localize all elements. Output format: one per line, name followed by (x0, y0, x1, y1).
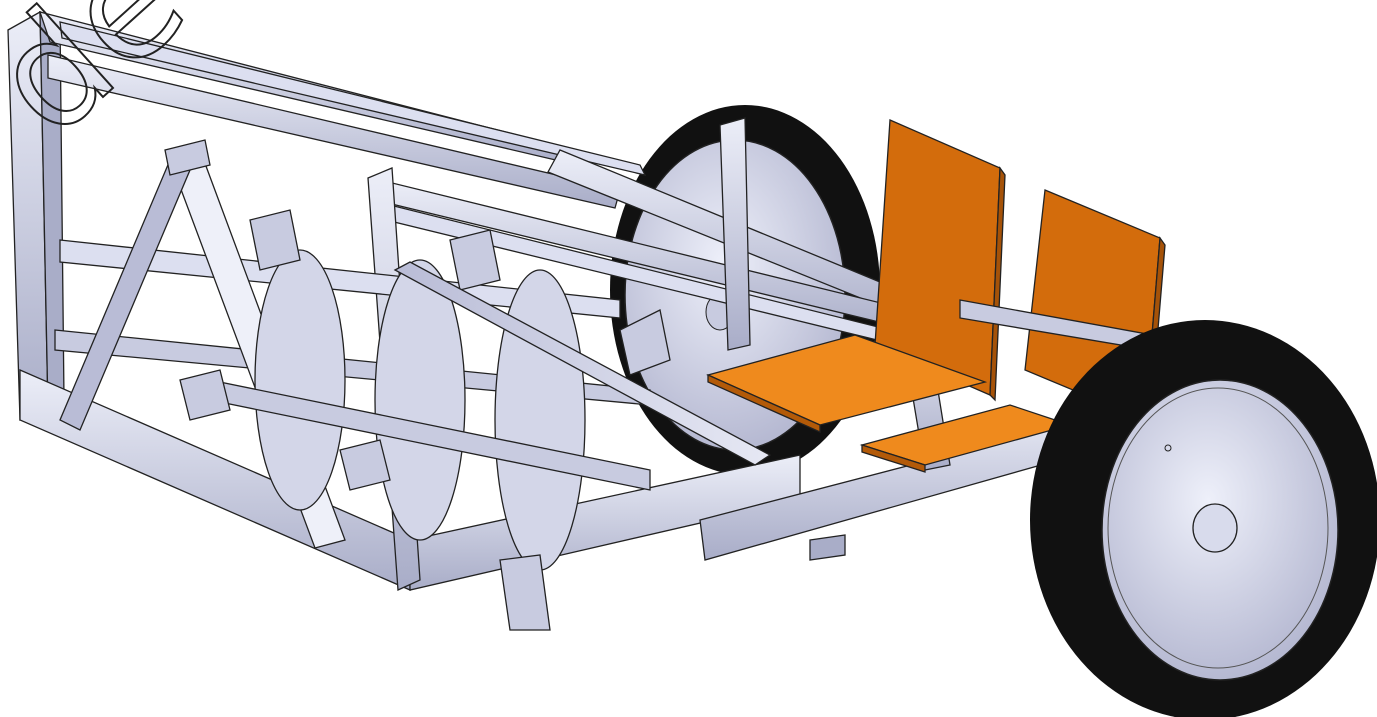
front-wheel (1030, 320, 1377, 717)
tine-4 (499, 554, 551, 631)
seat-2-cushion-edge (861, 444, 926, 473)
tine-5 (619, 309, 671, 376)
front-wheel-hub (1192, 503, 1238, 553)
tine-2 (179, 369, 231, 421)
frame-top-rail-2 (47, 54, 621, 209)
tine-1 (249, 209, 301, 271)
seat-1-cushion-edge (707, 373, 821, 434)
brace-bar (393, 261, 772, 466)
tine-6 (449, 229, 501, 291)
main-frame (7, 10, 1166, 591)
front-wheel-rim-lip (1107, 387, 1329, 669)
a-frame-apex (164, 139, 211, 176)
seat-post-1 (719, 117, 751, 351)
diagonal-brace (393, 261, 772, 466)
frame-top-rail-3 (59, 21, 647, 176)
front-wheel-valve (1164, 444, 1172, 452)
rotor-disc-2 (374, 259, 466, 541)
tine-3 (339, 439, 391, 491)
a-frame-left-leg (59, 159, 191, 431)
rotor-disc-1 (254, 249, 346, 511)
bracket-under (809, 534, 846, 561)
